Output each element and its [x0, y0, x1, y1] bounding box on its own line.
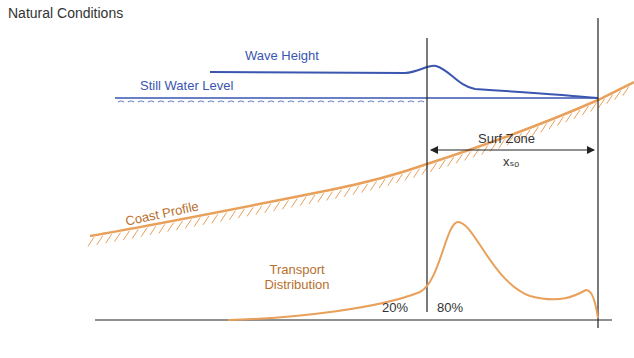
still-water-line [115, 97, 598, 99]
diagram-title: Natural Conditions [8, 6, 123, 21]
wave-height-curve [210, 66, 598, 98]
surf-zone-label: Surf Zone [478, 131, 535, 146]
water-level-label: Still Water Level [140, 78, 233, 93]
water-ripples [118, 101, 424, 102]
percent-label: 20% [382, 300, 408, 315]
dimension-symbol: xₛₒ [503, 154, 519, 169]
shoreline [597, 18, 598, 328]
coast-profile-line [90, 82, 634, 236]
wave-height-label: Wave Height [245, 48, 319, 63]
breaker-line [426, 38, 427, 312]
surf-zone-dimension [431, 150, 594, 151]
transport-label: Transport Distribution [252, 262, 342, 292]
percent-label: 80% [437, 300, 463, 315]
transport-distribution-curve [228, 222, 598, 320]
baseline [95, 319, 612, 320]
